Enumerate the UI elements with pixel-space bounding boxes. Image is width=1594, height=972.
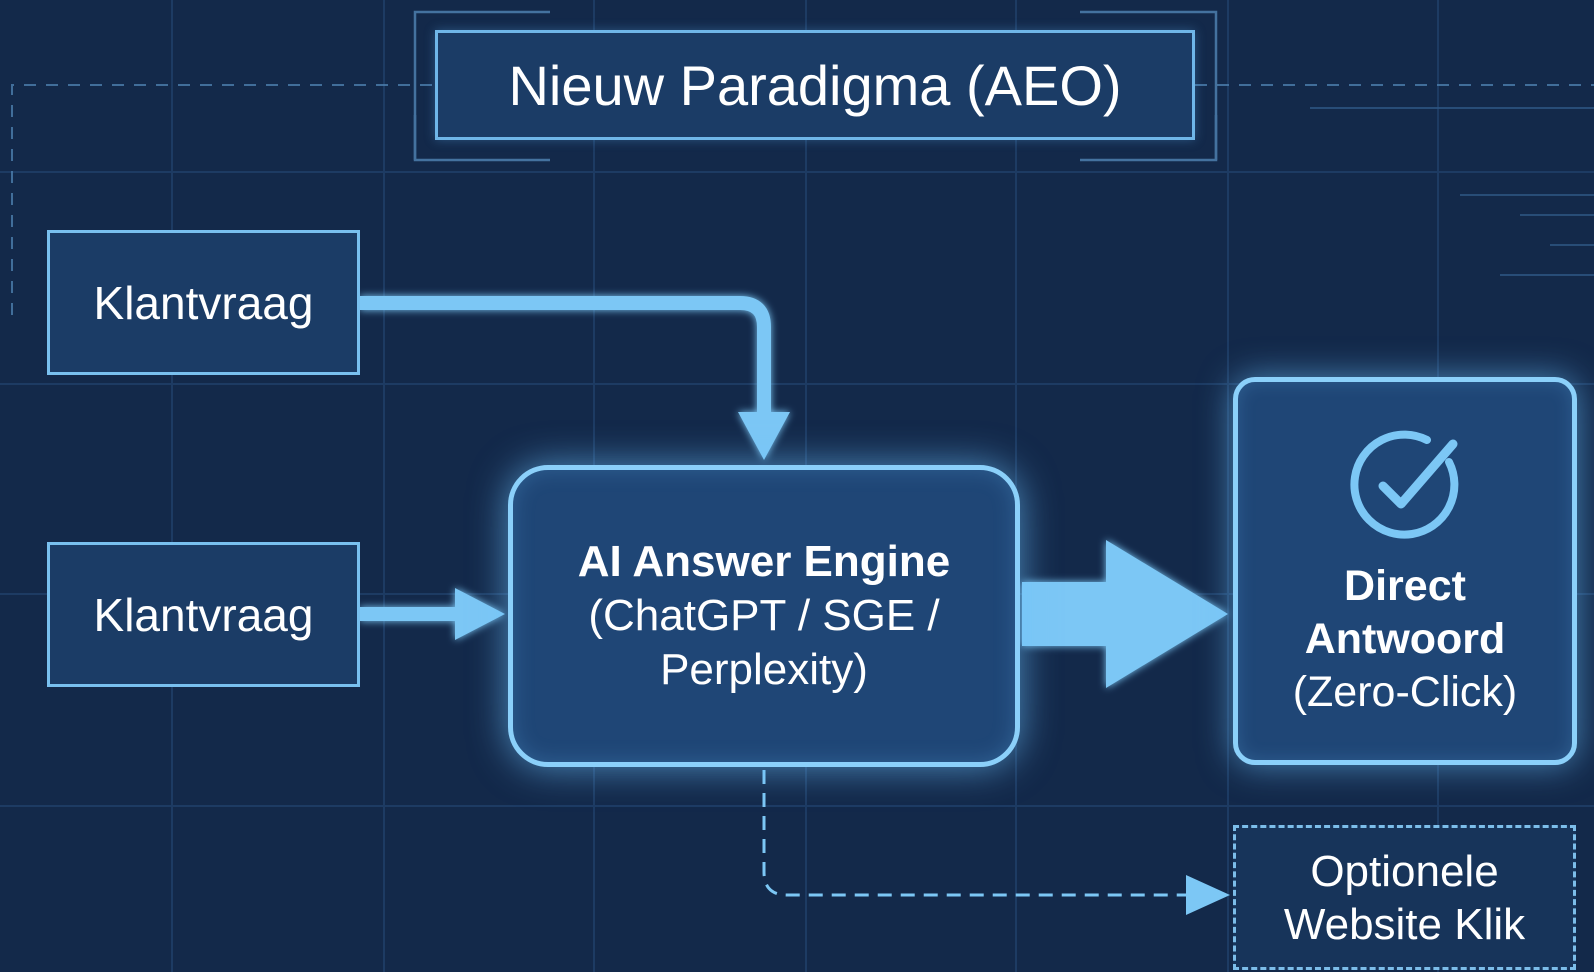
answer-title-line-2: Antwoord (1304, 614, 1506, 663)
customer-question-label-top: Klantvraag (93, 276, 314, 329)
engine-subtitle-line-1: (ChatGPT / SGE / (588, 591, 940, 640)
answer-subtitle: (Zero-Click) (1292, 667, 1518, 716)
engine-subtitle-line-2: Perplexity) (660, 645, 868, 694)
diagram-title: Nieuw Paradigma (AEO) (435, 30, 1195, 140)
customer-question-node-top: Klantvraag (47, 230, 360, 375)
optional-label-line-1: Optionele (1310, 846, 1499, 896)
customer-question-node-bottom: Klantvraag (47, 542, 360, 687)
check-circle-icon (1345, 424, 1465, 544)
engine-title: AI Answer Engine (577, 537, 951, 586)
optional-website-click-node: Optionele Website Klik (1233, 825, 1576, 970)
answer-title-line-1: Direct (1344, 561, 1466, 610)
ai-answer-engine-node: AI Answer Engine (ChatGPT / SGE / Perple… (508, 465, 1020, 767)
optional-label-line-2: Website Klik (1283, 899, 1526, 949)
direct-answer-node: Direct Antwoord (Zero-Click) (1233, 377, 1577, 765)
diagram-title-text: Nieuw Paradigma (AEO) (508, 53, 1122, 117)
customer-question-label-bottom: Klantvraag (93, 588, 314, 641)
